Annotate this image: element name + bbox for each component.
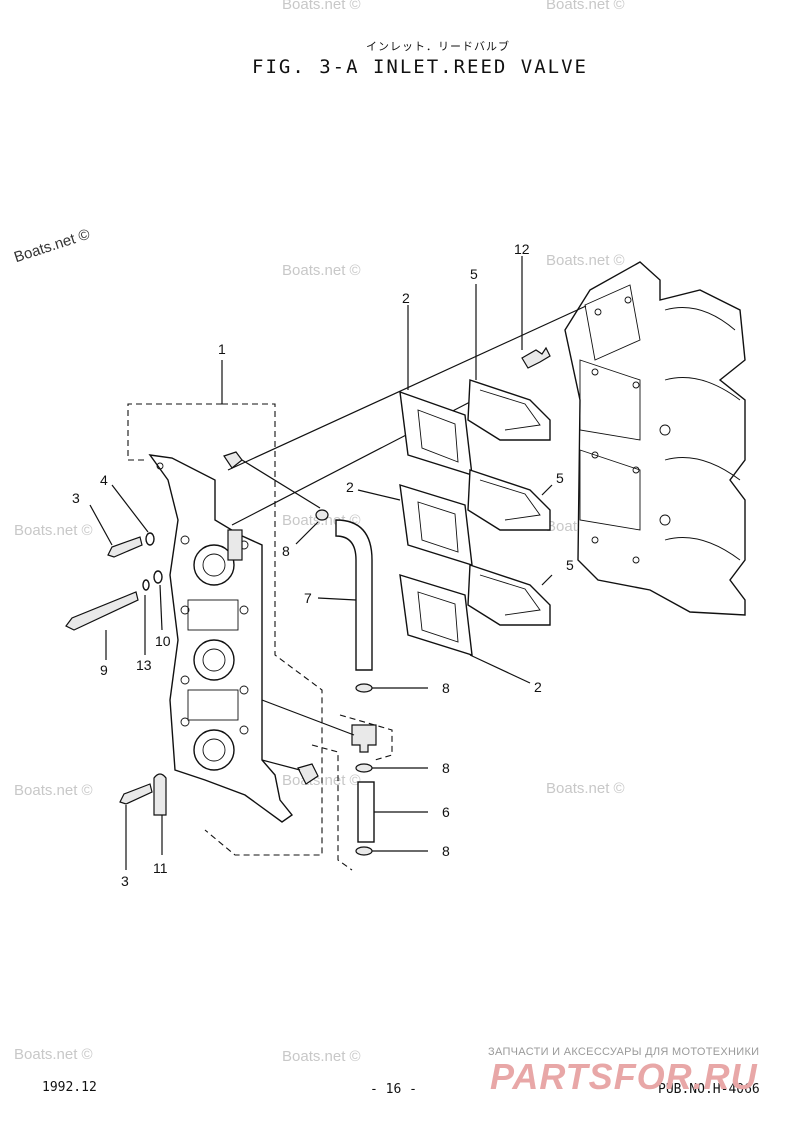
- callout-label: 10: [155, 633, 171, 649]
- callout-label: 2: [534, 679, 542, 695]
- watermark: Boats.net ©: [546, 780, 625, 797]
- brand-tagline: ЗАПЧАСТИ И АКСЕССУАРЫ ДЛЯ МОТОТЕХНИКИ: [488, 1046, 760, 1058]
- callout-label: 8: [442, 760, 450, 776]
- bolt: [119, 783, 153, 805]
- bolt: [65, 591, 139, 631]
- washer: [153, 570, 163, 584]
- callout-label: 3: [72, 490, 80, 506]
- callout-label: 8: [442, 843, 450, 859]
- figure-title-japanese: インレット．リードバルブ: [366, 40, 510, 53]
- watermark: Boats.net ©: [546, 0, 625, 13]
- watermark: Boats.net ©: [14, 782, 93, 799]
- callout-label: 2: [402, 290, 410, 306]
- group-outline: [311, 744, 353, 871]
- alignment-line: [227, 305, 587, 471]
- watermark: Boats.net ©: [282, 1048, 361, 1065]
- hose-clip: [355, 846, 373, 856]
- watermark: Boats.net ©: [282, 0, 361, 13]
- washer: [142, 579, 150, 591]
- brand-logo: PARTSFOR.RU: [490, 1056, 758, 1097]
- callout-label: 9: [100, 662, 108, 678]
- hose-clip: [355, 763, 373, 773]
- callout-label: 6: [442, 804, 450, 820]
- watermark: Boats.net ©: [14, 1046, 93, 1063]
- hose-clip: [315, 509, 329, 521]
- screw: [521, 346, 551, 369]
- callout-label: 11: [153, 860, 168, 876]
- callout-label: 7: [304, 590, 312, 606]
- callout-label: 8: [282, 543, 290, 559]
- callout-label: 5: [566, 557, 574, 573]
- reed-gaskets: [399, 390, 473, 656]
- bolt: [107, 536, 143, 558]
- figure-title: FIG. 3-A INLET.REED VALVE: [252, 56, 588, 78]
- watermark: Boats.net ©: [546, 252, 625, 269]
- hose: [357, 781, 375, 843]
- hose-fitting: [297, 763, 319, 785]
- footer-page-number: - 16 -: [370, 1082, 417, 1097]
- footer-date: 1992.12: [42, 1080, 97, 1095]
- hose-fitting: [351, 724, 377, 753]
- callout-label: 4: [100, 472, 108, 488]
- callout-label: 5: [556, 470, 564, 486]
- inlet-manifold: [148, 451, 294, 823]
- watermark: Boats.net ©: [282, 262, 361, 279]
- reed-valve-assemblies: [467, 379, 551, 626]
- callout-label: 13: [136, 657, 152, 673]
- crankcase-body: [564, 261, 746, 616]
- leader-lines: [89, 256, 553, 870]
- hose: [335, 519, 373, 671]
- group-outline: [127, 403, 323, 856]
- footer-publication-number: PUB.NO.H-4066: [658, 1082, 760, 1097]
- callout-label: 3: [121, 873, 129, 889]
- watermark: Boats.net ©: [14, 522, 93, 539]
- callout-label: 12: [514, 241, 530, 257]
- callout-label: 5: [470, 266, 478, 282]
- hose-clip: [355, 683, 373, 693]
- bracket: [153, 773, 167, 816]
- callout-label: 8: [442, 680, 450, 696]
- callout-label: 2: [346, 479, 354, 495]
- washer: [145, 532, 155, 546]
- callout-label: 1: [218, 341, 226, 357]
